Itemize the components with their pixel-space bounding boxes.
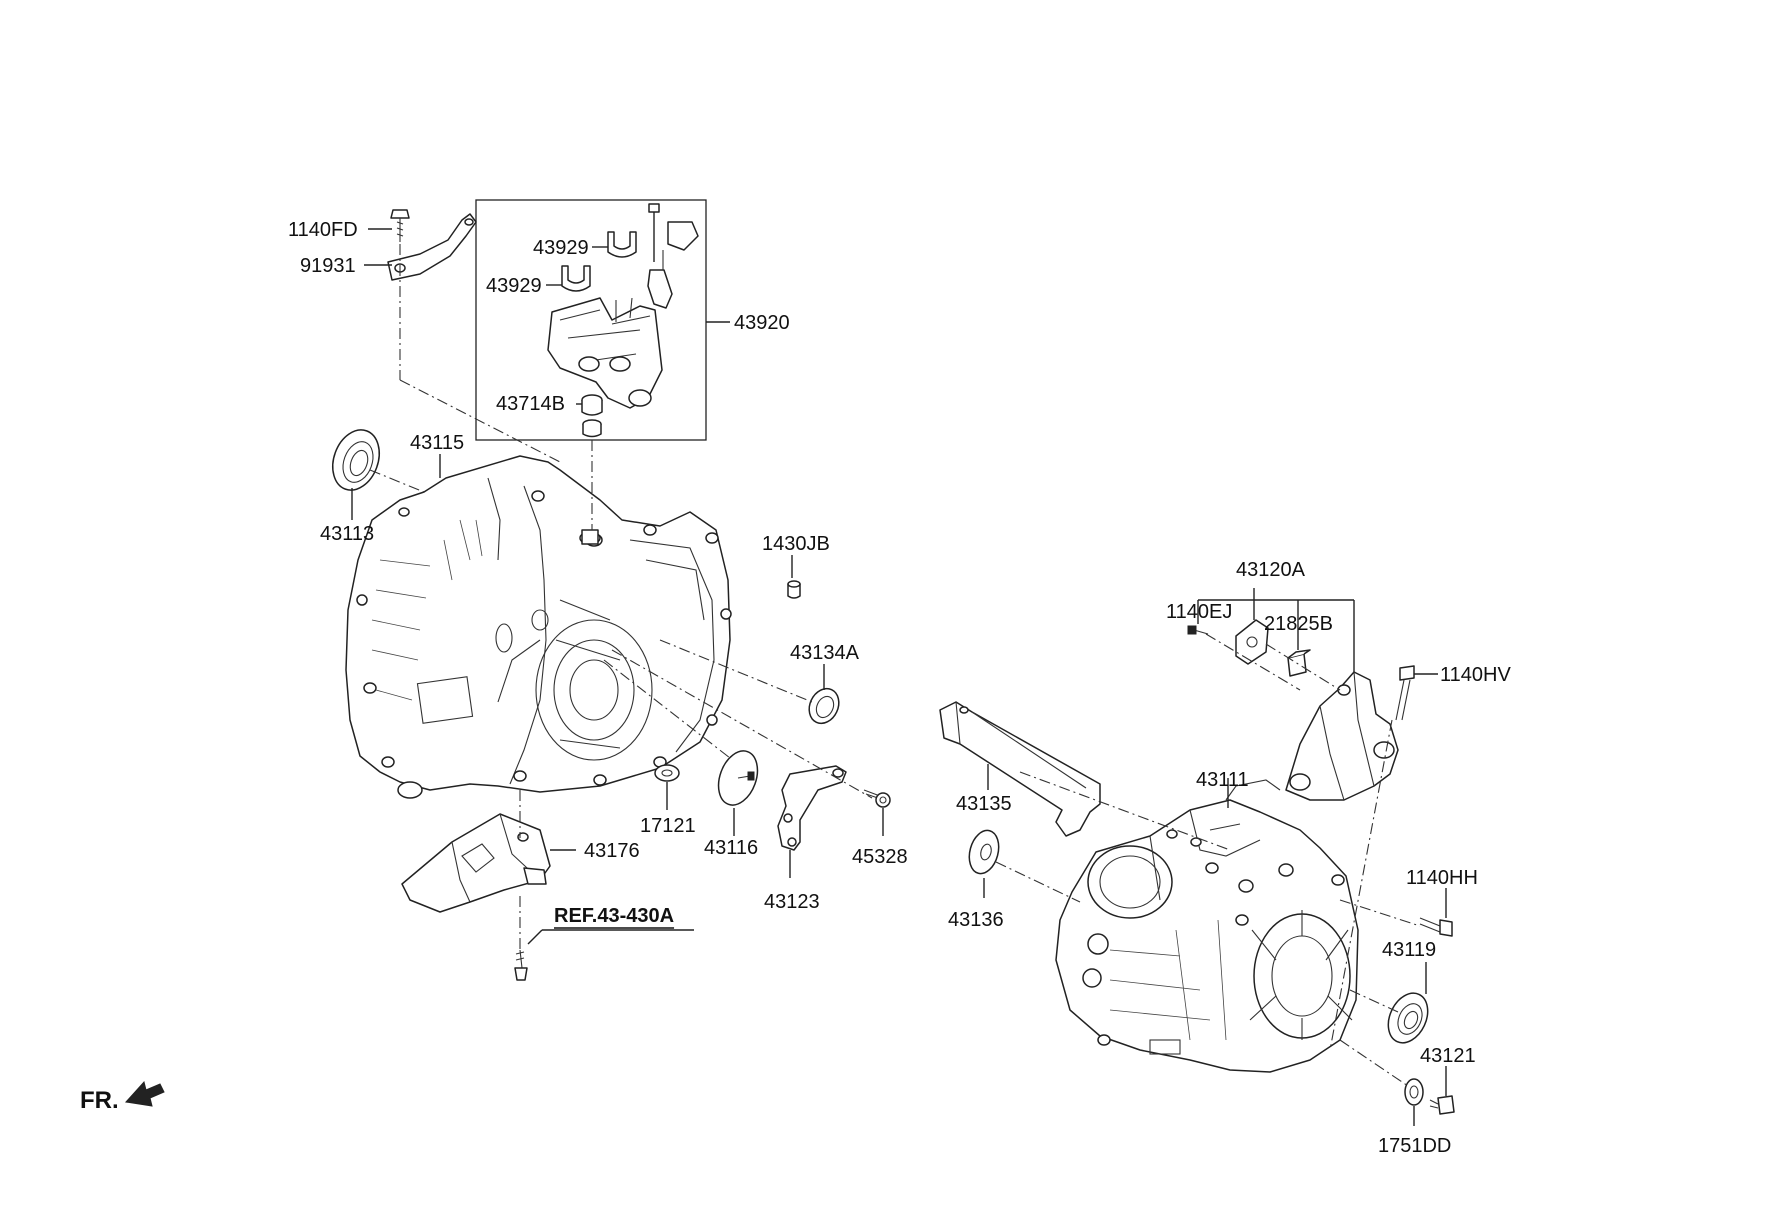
- baffle-plate-43116: [717, 750, 759, 806]
- bolt-1140fd: [390, 209, 410, 242]
- bolt-1140hv: [1395, 665, 1415, 721]
- bushing-43714b: [581, 394, 603, 438]
- oil-seal-43113: [332, 429, 380, 491]
- dowel-1430jb: [787, 580, 801, 599]
- label-1430jb: 1430JB: [762, 533, 830, 555]
- shift-bracket-kit-box: [475, 199, 707, 441]
- baffle-plate-43136: [968, 829, 1000, 875]
- part-number-labels: 1140FD 91931 43929 43929 43920 43714B 43…: [80, 219, 1511, 1157]
- transaxle-case-43111: [1055, 779, 1359, 1073]
- bolt-1140hh: [1419, 917, 1453, 937]
- label-43120a: 43120A: [1236, 559, 1306, 581]
- label-1140hh: 1140HH: [1406, 867, 1478, 889]
- label-43116: 43116: [704, 837, 758, 859]
- clutch-housing-assembly: [332, 199, 891, 981]
- label-45328: 45328: [852, 846, 908, 868]
- leader-lines-right: [983, 588, 1447, 1126]
- label-43123: 43123: [764, 891, 820, 913]
- bracket-43123: [777, 765, 847, 851]
- label-43134a: 43134A: [790, 642, 860, 664]
- label-43714b: 43714B: [496, 393, 565, 415]
- clip-43929-lower: [561, 265, 591, 292]
- label-43136: 43136: [948, 909, 1004, 931]
- label-43113: 43113: [320, 523, 374, 545]
- oil-seal-43119: [1387, 992, 1429, 1044]
- front-direction-label: FR.: [80, 1087, 119, 1114]
- label-17121: 17121: [640, 815, 696, 837]
- washer-1751dd: [1404, 1078, 1424, 1106]
- shift-lever-bracket: [547, 297, 663, 409]
- reference-label: REF.43-430A: [554, 905, 674, 927]
- label-91931: 91931: [300, 255, 356, 277]
- label-1140ej: 1140EJ: [1166, 601, 1232, 623]
- bolt-45328: [863, 789, 891, 808]
- transaxle-case-assembly: [125, 588, 1455, 1126]
- label-43135: 43135: [956, 793, 1012, 815]
- label-1140fd: 1140FD: [288, 219, 358, 241]
- label-43929-lower: 43929: [486, 275, 542, 297]
- front-direction-arrow-icon: [125, 1080, 165, 1107]
- label-43115: 43115: [410, 432, 464, 454]
- leader-lines-left: [351, 228, 884, 950]
- label-43119: 43119: [1382, 939, 1436, 961]
- label-43920: 43920: [734, 312, 790, 334]
- bolt-1140ej: [1187, 625, 1209, 635]
- mounting-bolt: [514, 949, 528, 981]
- washer-17121: [654, 764, 680, 782]
- shift-cable-bracket: [647, 203, 699, 309]
- drain-plug-43121: [1429, 1095, 1455, 1115]
- mounting-bracket-43176: [401, 813, 551, 913]
- mounting-bracket-43120a: [1285, 671, 1399, 801]
- label-43111: 43111: [1196, 769, 1249, 791]
- label-43176: 43176: [584, 840, 640, 862]
- clip-43929-upper: [607, 231, 637, 258]
- label-1140hv: 1140HV: [1440, 664, 1511, 686]
- oil-seal-43134a: [808, 687, 840, 725]
- clutch-housing-43115: [345, 455, 732, 799]
- label-21825b: 21825B: [1264, 613, 1333, 635]
- label-43121: 43121: [1420, 1045, 1476, 1067]
- label-43929-upper: 43929: [533, 237, 589, 259]
- label-1751dd: 1751DD: [1378, 1135, 1451, 1157]
- bushing-21825b: [1287, 649, 1311, 677]
- bracket-91931: [387, 213, 477, 281]
- bracket-damper-plate: [1235, 619, 1269, 665]
- guide-rail-43135: [939, 701, 1101, 837]
